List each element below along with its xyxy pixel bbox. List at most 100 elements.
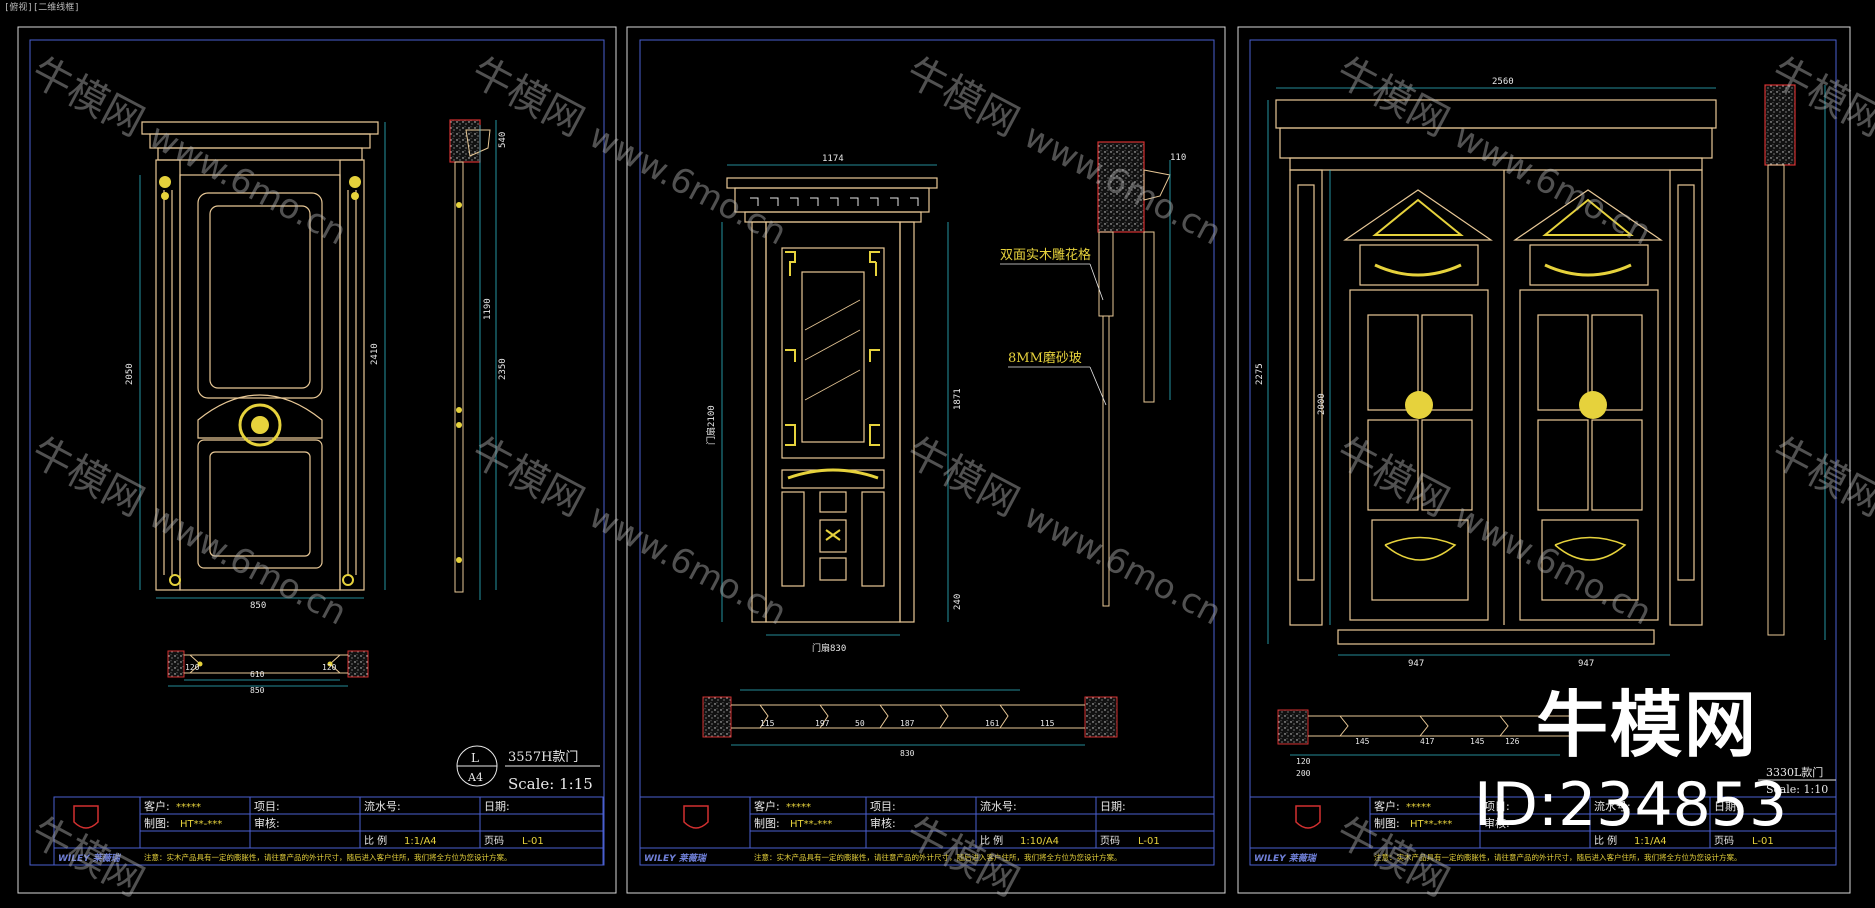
watermark-id: ID:234853 [1474,770,1788,840]
client-value-3: ***** [1406,802,1431,813]
plan-3: 50 [855,719,865,728]
plan3-1: 145 [1355,737,1370,746]
scale-label-3: 比 例 [1594,834,1617,847]
brand-1: WILEY 莱薇瑞 [58,853,122,864]
dim-door-h: 门扇2100 [705,405,717,445]
dim-right-h: 1871 [953,388,963,410]
scale-value-3: 1:1/A4 [1634,836,1667,847]
plan-c: 120 [185,663,200,672]
dim-side-a: 110 [1170,153,1186,163]
drawer-value-2: HT**-*** [790,819,832,830]
dim-mid-h: 2000 [1317,393,1327,415]
door-3557h-plan-section [167,650,369,687]
plan-2: 197 [815,719,830,728]
serial-label-3: 流水号: [1594,799,1631,813]
double-door-3330l-elevation [1275,99,1717,645]
date-label-1: 日期: [484,800,510,813]
door-3557h-carvings [159,176,361,586]
double-door-plan-section [1277,709,1570,756]
sheet-1-label: L A4 3557H款门 Scale: 1:15 [456,745,600,793]
project-label-1: 项目: [254,800,280,813]
plan-total: 830 [900,749,915,758]
dim-d3: 2350 [498,358,508,380]
date-label-3: 日期: [1714,800,1740,813]
sheet-1-dimensions [139,120,497,599]
glass-hatch [804,299,861,401]
scale-value-1: 1:1/A4 [404,836,437,847]
plan3-5: 200 [1296,769,1311,778]
sheet-1-scale: Scale: 1:15 [508,775,593,793]
page-label-2: 页码 [1100,835,1120,847]
plan3-4: 126 [1505,737,1520,746]
callouts: 双面实木雕花格 8MM磨砂玻 [1000,247,1107,406]
callout-frosted-glass: 8MM磨砂玻 [1008,351,1082,366]
plan-1: 115 [760,719,775,728]
plan3-6: 120 [1296,757,1311,766]
drawer-label-2: 制图: [754,817,780,830]
date-label-2: 日期: [1100,800,1126,813]
client-value-1: ***** [176,802,201,813]
project-label-3: 项目: [1484,800,1510,813]
dim-height: 2050 [125,363,135,385]
double-door-side-profile [1764,84,1826,640]
client-label-3: 客户: [1374,799,1400,813]
client-value-2: ***** [786,802,811,813]
door-3557h-elevation [141,121,379,591]
title-block-1: WILEY 莱薇瑞 客户: ***** 项目: 流水号: 日期: 制图: HT*… [53,796,604,866]
sheet-1-circle-letter: L [471,751,479,765]
door-glass-side-profile [1097,141,1171,607]
sheet-3-model: 3330L款门 [1766,765,1823,779]
drawer-value-3: HT**-*** [1410,819,1452,830]
serial-label-1: 流水号: [364,799,401,813]
scale-label-1: 比 例 [364,834,387,847]
title-block-3: WILEY 莱薇瑞 客户: ***** 项目: 流水号: 日期: 制图: HT*… [1249,796,1837,866]
title-block-2: WILEY 莱薇瑞 客户: ***** 项目: 流水号: 日期: 制图: HT*… [639,796,1215,866]
dim-right-w: 947 [1578,659,1594,669]
project-label-2: 项目: [870,800,896,813]
brand-3: WILEY 莱薇瑞 [1254,853,1318,864]
review-label-1: 审核: [254,816,280,830]
plan-4: 187 [900,719,915,728]
note-1: 注意：实木产品具有一定的膨胀性，请往意产品的外计尺寸，随后进入客户住所，我们将全… [144,852,512,862]
plan-b: 850 [250,686,265,695]
client-label-2: 客户: [754,799,780,813]
page-label-3: 页码 [1714,835,1734,847]
dim-top-3: 2560 [1492,77,1514,87]
plan-5: 161 [985,719,1000,728]
door-glass-plan-section [702,696,1118,746]
door-3557h-side-profile [449,119,491,600]
page-label-1: 页码 [484,835,504,847]
door-glass-elevation [726,177,938,623]
sheet-2: 双面实木雕花格 8MM磨砂玻 1174 门扇2100 1871 门扇830 11… [626,26,1226,894]
dim-d1: 540 [498,132,508,148]
door-glass-carvings [750,197,919,541]
dim-total: 2410 [370,343,380,365]
brand-2: WILEY 莱薇瑞 [644,853,708,864]
dim-left-h: 2275 [1255,363,1265,385]
view-label[interactable]: [俯视][二维线框] [4,3,80,13]
callout-carved-lattice: 双面实木雕花格 [1000,247,1091,263]
watermark-brand-large: 牛模网 [1536,683,1759,767]
scale-value-2: 1:10/A4 [1020,836,1059,847]
sheet-3-scale: Scale: 1:10 [1766,783,1828,796]
sheet-3-label: 3330L款门 Scale: 1:10 [1758,765,1836,796]
dim-side-b: 240 [953,594,963,610]
page-value-3: L-01 [1752,836,1774,847]
drawer-label-1: 制图: [144,817,170,830]
dim-bottom: 门扇830 [812,642,846,654]
review-label-2: 审核: [870,816,896,830]
page-value-2: L-01 [1138,836,1160,847]
dim-width: 850 [250,601,266,611]
scale-label-2: 比 例 [980,834,1003,847]
client-label-1: 客户: [144,799,170,813]
plan-6: 115 [1040,719,1055,728]
sheet-1-model: 3557H款门 [508,750,578,765]
sheet-3-dimensions [1267,87,1716,656]
plan-a: 610 [250,670,265,679]
drawer-label-3: 制图: [1374,817,1400,830]
note-2: 注意：实木产品具有一定的膨胀性，请往意产品的外计尺寸，随后进入客户住所，我们将全… [754,852,1122,862]
sheet-1-circle-size: A4 [467,771,483,784]
serial-label-2: 流水号: [980,799,1017,813]
dim-d2: 1190 [483,298,493,320]
